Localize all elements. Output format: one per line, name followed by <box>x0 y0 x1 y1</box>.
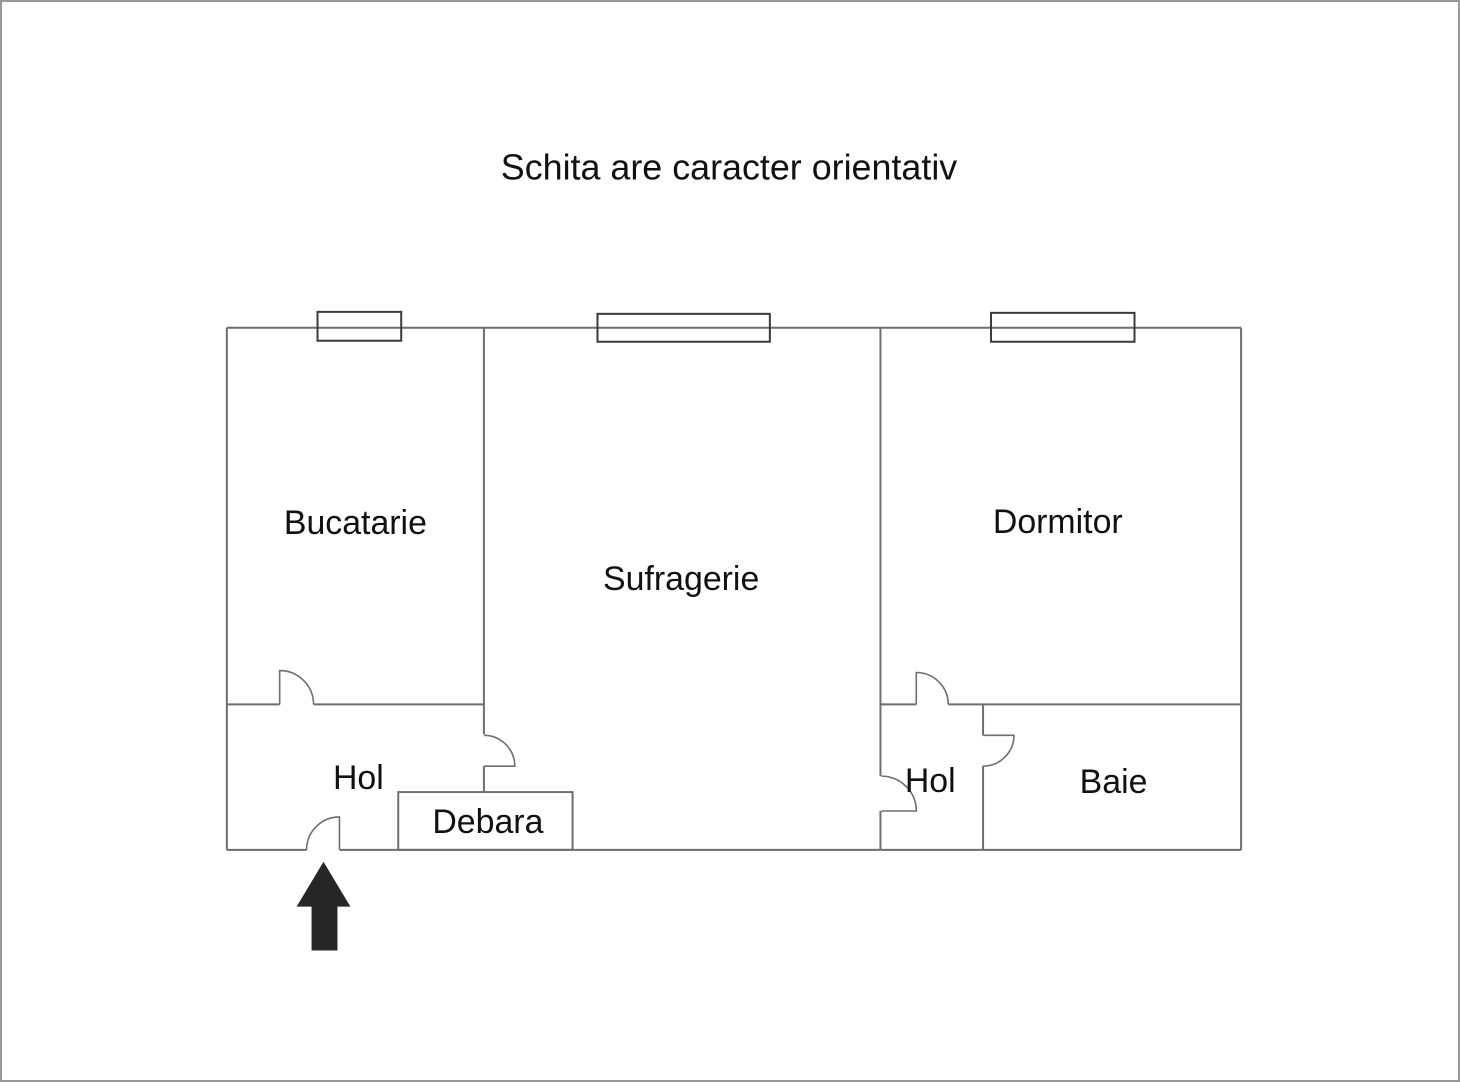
entrance-arrow-group <box>296 861 351 951</box>
room-label-bucatarie: Bucatarie <box>284 504 427 542</box>
door-baie-icon <box>983 734 1015 767</box>
doors-group <box>278 669 1015 850</box>
up-arrow-entrance-icon <box>296 861 351 951</box>
window-dormitor-icon <box>990 311 1136 343</box>
room-label-debara: Debara <box>432 803 543 841</box>
title-group: Schita are caracter orientativ <box>501 147 957 187</box>
window-sufragerie-icon <box>596 312 771 343</box>
door-bucatarie-icon <box>278 669 315 705</box>
room-label-hol-left: Hol <box>333 759 384 797</box>
room-label-dormitor: Dormitor <box>993 503 1123 541</box>
windows-group <box>316 310 1136 343</box>
page-title: Schita are caracter orientativ <box>501 147 957 187</box>
debara-box <box>397 791 574 851</box>
room-label-baie: Baie <box>1080 763 1148 801</box>
door-sufragerie-hol-right-icon <box>881 775 918 812</box>
room-label-sufragerie: Sufragerie <box>603 560 759 598</box>
door-entrance-icon <box>305 816 341 850</box>
walls-group <box>225 326 1243 851</box>
door-sufragerie-hol-left-icon <box>483 734 516 767</box>
window-bucatarie-icon <box>316 310 403 342</box>
door-dormitor-icon <box>915 671 949 705</box>
room-label-hol-right: Hol <box>905 762 956 800</box>
room-labels-group: Bucatarie Sufragerie Dormitor Hol Debara… <box>284 503 1148 841</box>
